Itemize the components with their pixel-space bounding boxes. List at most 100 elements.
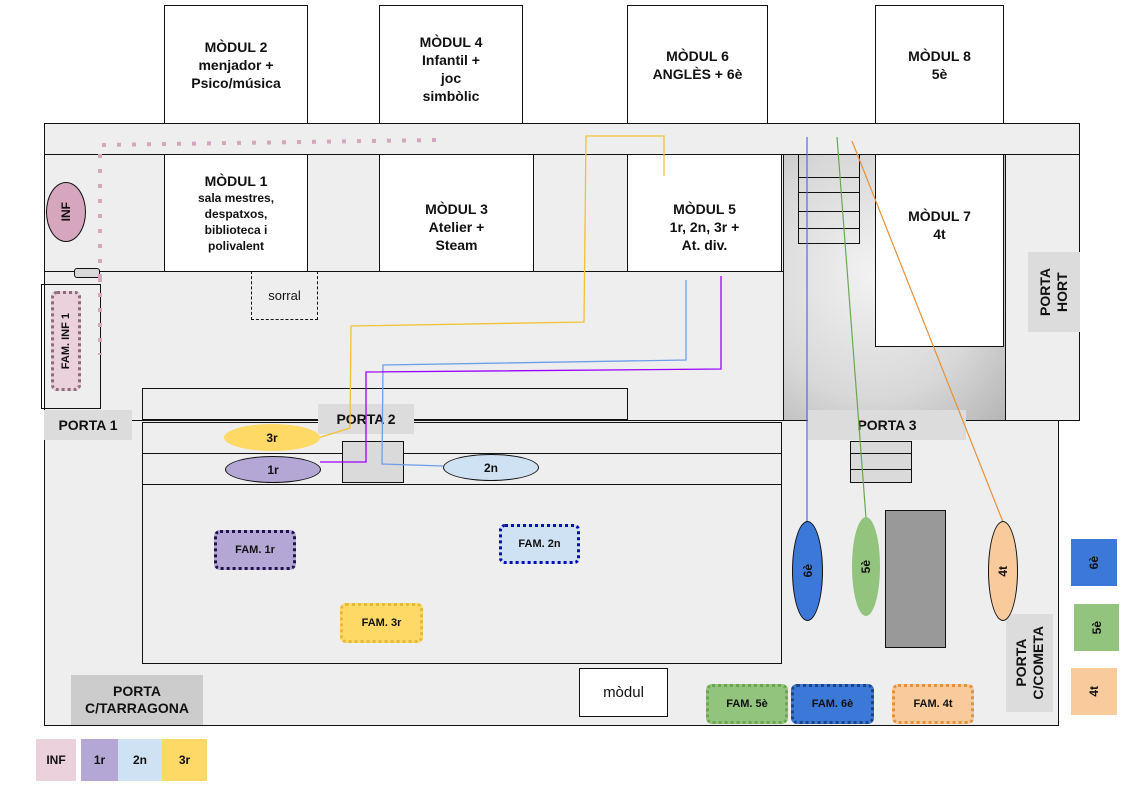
fam-4t-label: FAM. 4t: [913, 698, 953, 710]
sorral-area: sorral: [251, 271, 318, 320]
group-5e-label: 5è: [859, 559, 873, 574]
group-4t-marker: 4t: [988, 521, 1018, 621]
fam-1r-point: FAM. 1r: [214, 530, 296, 570]
porta-2-block: [342, 441, 404, 483]
fam-5e-label: FAM. 5è: [726, 698, 768, 710]
module-8-line: 5è: [931, 65, 948, 82]
module-8-title: MÒDUL 8: [908, 47, 971, 64]
module-4: MÒDUL 4 Infantil + joc simbòlic: [379, 5, 523, 124]
group-3r-label: 3r: [266, 430, 278, 445]
legend-1r: 1r: [81, 739, 118, 781]
group-4t-label: 4t: [996, 565, 1010, 577]
module-5-title: MÒDUL 5: [673, 201, 736, 217]
module-1-line: sala mestres,: [197, 191, 275, 205]
legend-6e-label: 6è: [1087, 555, 1101, 570]
module-6-title: MÒDUL 6: [666, 47, 729, 64]
legend-5e-label: 5è: [1089, 620, 1104, 635]
group-2n-label: 2n: [483, 460, 498, 475]
sorral-label: sorral: [268, 288, 301, 303]
modul-box: mòdul: [579, 668, 668, 717]
module-3: MÒDUL 3 Atelier + Steam: [379, 154, 534, 272]
porta-hort-line: HORT: [1054, 272, 1070, 312]
porta-1-label: PORTA 1: [58, 416, 118, 433]
module-2-title: MÒDUL 2: [204, 38, 268, 55]
porta-2-label: PORTA 2: [336, 410, 396, 427]
module-4-title: MÒDUL 4: [419, 33, 483, 50]
fam-2n-label: FAM. 2n: [518, 538, 561, 550]
legend-4t-label: 4t: [1087, 686, 1101, 697]
top-corridor: [44, 123, 1080, 155]
legend-2n: 2n: [118, 739, 162, 781]
porta-tarragona: PORTA C/TARRAGONA: [71, 675, 203, 725]
fam-5e-point: FAM. 5è: [706, 684, 788, 724]
group-2n-marker: 2n: [443, 454, 539, 481]
divider-line: [44, 271, 784, 272]
module-4-line: simbòlic: [422, 87, 480, 104]
legend-1r-label: 1r: [93, 753, 106, 767]
porta-cometa-line: C/COMETA: [1029, 626, 1046, 700]
fam-4t-point: FAM. 4t: [892, 684, 974, 724]
porta-cometa-line: PORTA: [1012, 639, 1029, 687]
module-5-line: At. div.: [681, 237, 728, 253]
legend-inf: INF: [36, 739, 76, 781]
fam-1r-label: FAM. 1r: [235, 544, 275, 556]
legend-inf-label: INF: [46, 753, 66, 767]
modul-label: mòdul: [603, 684, 644, 701]
fam-6e-point: FAM. 6è: [791, 684, 874, 724]
porta-3-label: PORTA 3: [857, 416, 917, 433]
module-2: MÒDUL 2 menjador + Psico/música: [164, 5, 308, 124]
courtyard: [142, 484, 782, 664]
module-7: MÒDUL 7 4t: [875, 154, 1004, 347]
porta-tarragona-line: PORTA: [113, 683, 161, 699]
staircase: [798, 154, 860, 244]
gate: [74, 268, 100, 278]
group-6e-label: 6è: [800, 564, 815, 578]
module-3-line: Atelier +: [428, 219, 485, 235]
module-6-line: ANGLÈS + 6è: [652, 65, 743, 82]
module-4-line: joc: [440, 69, 462, 86]
legend-3r-label: 3r: [178, 753, 191, 767]
module-1-line: despatxos,: [204, 207, 268, 221]
group-1r-label: 1r: [267, 462, 279, 477]
module-3-line: Steam: [435, 237, 478, 253]
porta-1: PORTA 1: [44, 410, 132, 440]
fam-inf1-label: FAM. INF 1: [60, 312, 72, 370]
legend-6e: 6è: [1071, 539, 1117, 586]
group-5e-marker: 5è: [852, 517, 880, 616]
module-1-title: MÒDUL 1: [204, 173, 268, 189]
legend-3r: 3r: [162, 739, 207, 781]
module-8: MÒDUL 8 5è: [875, 5, 1004, 124]
fam-inf1-point: FAM. INF 1: [51, 291, 81, 391]
fam-6e-label: FAM. 6è: [811, 698, 854, 710]
module-1-line: polivalent: [207, 239, 264, 253]
legend-2n-label: 2n: [132, 753, 147, 767]
group-inf-marker: INF: [46, 182, 86, 242]
module-7-title: MÒDUL 7: [908, 208, 971, 224]
porta-3: PORTA 3: [808, 410, 966, 440]
fam-3r-label: FAM. 3r: [361, 617, 402, 629]
module-1-line: biblioteca i: [204, 223, 268, 237]
fam-2n-point: FAM. 2n: [499, 524, 580, 564]
module-5: MÒDUL 5 1r, 2n, 3r + At. div.: [627, 154, 782, 272]
module-1: MÒDUL 1 sala mestres, despatxos, bibliot…: [164, 154, 308, 272]
sports-structure: [885, 510, 946, 648]
module-2-line: Psico/música: [191, 74, 281, 91]
module-3-title: MÒDUL 3: [425, 201, 488, 217]
group-1r-marker: 1r: [225, 456, 321, 483]
group-inf-label: INF: [59, 202, 73, 222]
porta-3-steps: [850, 441, 912, 483]
module-6: MÒDUL 6 ANGLÈS + 6è: [627, 5, 768, 124]
module-5-line: 1r, 2n, 3r +: [669, 219, 740, 235]
porta-hort-line: PORTA: [1037, 268, 1053, 316]
legend-5e: 5è: [1074, 604, 1119, 651]
porta-tarragona-line: C/TARRAGONA: [85, 700, 189, 716]
group-3r-marker: 3r: [224, 424, 320, 451]
module-2-line: menjador +: [198, 56, 274, 73]
fam-3r-point: FAM. 3r: [340, 603, 423, 643]
legend-4t: 4t: [1071, 668, 1117, 715]
module-4-line: Infantil +: [422, 51, 480, 68]
group-6e-marker: 6è: [792, 521, 823, 621]
porta-2: PORTA 2: [318, 404, 414, 434]
